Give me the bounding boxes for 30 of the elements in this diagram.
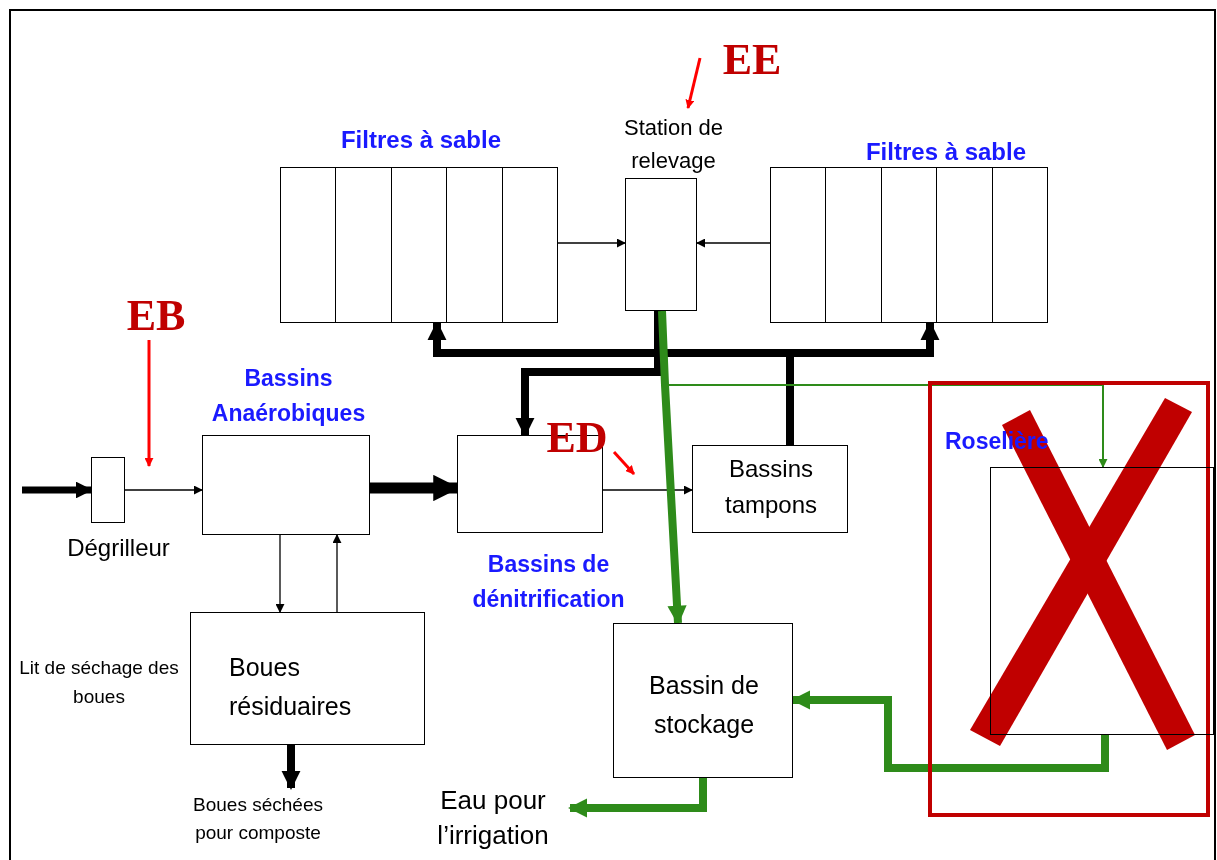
point-label: EE (720, 38, 784, 84)
process-box (692, 445, 848, 533)
pointer-arrow (612, 451, 636, 475)
arrow (124, 485, 203, 495)
arrow (557, 238, 626, 248)
box-heading: Filtres à sable (339, 125, 503, 155)
pointer-arrow (685, 57, 702, 109)
flow-arrow (658, 310, 687, 625)
box-heading: Filtres à sable (864, 137, 1028, 167)
arrow (281, 745, 301, 790)
output-text: Eau pour l’irrigation (416, 780, 570, 856)
box-label: Station de relevage (622, 114, 725, 175)
box-label: Dégrilleur (66, 533, 171, 563)
flow-arrow (568, 778, 707, 818)
box-heading: Bassins Anaérobiques (210, 364, 367, 428)
process-box (613, 623, 793, 778)
arrow (696, 238, 771, 248)
output-text: Boues séchées pour composte (175, 788, 341, 850)
arrow (602, 485, 693, 495)
point-label: EB (123, 294, 189, 340)
box-label: Bassin de stockage (648, 670, 760, 740)
arrow (332, 534, 342, 613)
side-note: Lit de séchage des boues (19, 656, 179, 709)
pointer-arrow (144, 340, 154, 467)
flow-arrow (791, 690, 1109, 772)
box-label: Boues résiduaires (229, 652, 353, 722)
arrow (275, 534, 285, 613)
box-heading: Bassins de dénitrification (471, 550, 626, 614)
box-label: Bassins tampons (723, 454, 819, 520)
arrow (515, 311, 662, 437)
